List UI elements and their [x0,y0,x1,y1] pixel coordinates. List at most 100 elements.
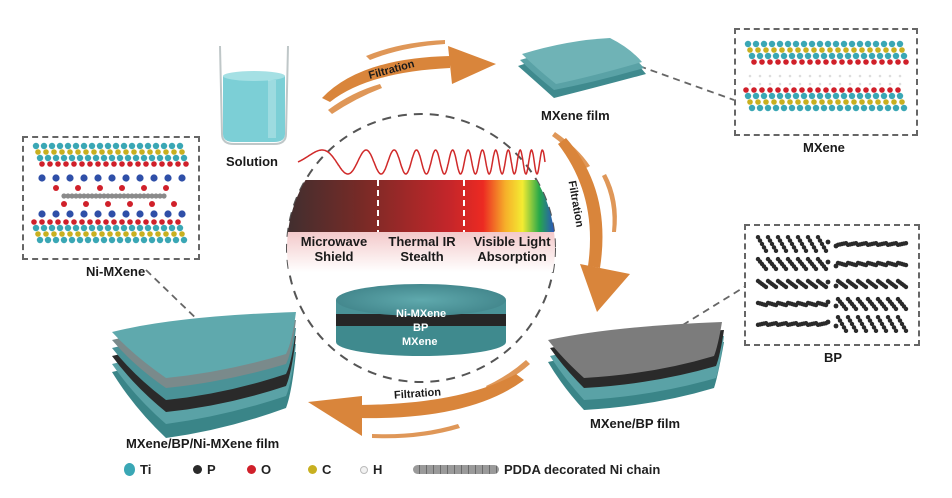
o-atom [163,185,169,191]
legend-label: Ti [140,462,152,477]
c-atom [59,149,65,155]
p-atom [873,306,879,312]
o-atom [171,201,177,207]
p-atom [883,328,889,334]
p-atom [821,245,827,250]
ni-atom [117,193,123,199]
c-atom [803,47,809,53]
ti-atom [64,142,72,150]
p-atom [837,318,843,323]
p-atom [833,283,839,289]
ni-atom [141,193,147,199]
p-atom [771,245,777,250]
mxene-bp-film-label: MXene/BP film [590,416,681,431]
p-atom [845,314,851,320]
o-atom [75,185,81,191]
ni-atom [133,193,139,199]
ni-atom [65,193,71,199]
n-atom [80,210,88,218]
h-atom [768,82,772,86]
p-atom [895,314,901,320]
solution-label: Solution [226,154,278,169]
ti-atom [772,104,780,112]
c-atom [107,231,113,237]
p-atom [803,266,809,272]
c-atom [771,47,777,53]
ti-atom [136,224,144,232]
ni-atom [137,193,143,199]
c-atom [851,47,857,53]
ti-atom [892,52,900,60]
c-atom [875,47,881,53]
c-atom [827,99,833,105]
c-atom [43,149,49,155]
h-atom-icon [360,465,368,474]
p-atom [803,284,809,290]
h-atom [848,74,852,78]
p-atom [885,314,891,320]
o-atom [127,201,133,207]
o-atom [111,161,117,167]
c-atom [819,47,825,53]
mxene-crystal-structure [743,40,909,112]
o-atom [151,219,157,225]
c-atom [75,149,81,155]
o-atom [839,87,845,93]
ti-atom [44,236,52,244]
p-atom [863,306,869,312]
ti-atom [88,142,96,150]
o-atom [863,87,869,93]
o-atom [55,161,61,167]
ti-atom [776,40,784,48]
n-atom [164,210,172,218]
p-atom [767,238,773,243]
ni-atom [105,193,111,199]
p-atom [897,318,903,323]
h-atom [828,82,832,86]
ti-atom [108,236,116,244]
ti-atom [168,224,176,232]
spectrum-bar [287,180,555,232]
c-atom [107,149,113,155]
bp-structure-box [744,224,920,346]
h-atom [748,74,752,78]
disc-layer-mxene: MXene [402,336,438,348]
ti-atom [744,92,752,100]
ti-atom [48,142,56,150]
p-atom [867,318,873,323]
h-atom [898,74,902,78]
ti-atom [144,224,152,232]
p-atom [843,328,849,334]
ti-atom [84,154,92,162]
c-atom [891,47,897,53]
ti-atom [836,104,844,112]
ti-atom [124,154,132,162]
ti-atom [796,52,804,60]
c-atom [803,99,809,105]
ti-atom [60,236,68,244]
ti-atom [868,52,876,60]
ti-atom [900,104,908,112]
p-atom [835,314,841,320]
c-atom [835,47,841,53]
ti-atom [36,236,44,244]
p-atom-icon [193,465,202,474]
c-atom [859,47,865,53]
o-atom [183,161,189,167]
n-atom [94,210,102,218]
c-atom [771,99,777,105]
n-atom [178,174,186,182]
c-atom [179,149,185,155]
ti-atom [780,104,788,112]
ti-atom [820,52,828,60]
ti-atom [108,154,116,162]
o-atom [807,87,813,93]
o-atom [119,219,125,225]
ti-atom [828,52,836,60]
ti-atom [800,40,808,48]
ti-atom [884,104,892,112]
ti-atom [180,236,188,244]
n-atom [136,210,144,218]
p-atom [775,234,781,240]
n-atom [38,210,46,218]
